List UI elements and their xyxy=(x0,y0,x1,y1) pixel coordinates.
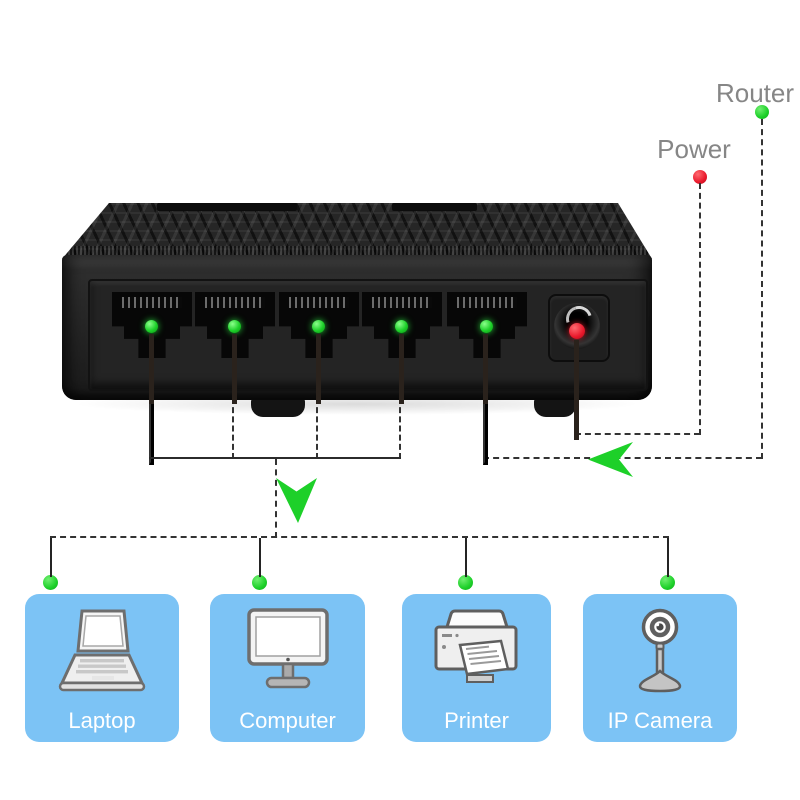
ip-camera-drop-line xyxy=(667,538,669,577)
device-card-laptop: Laptop xyxy=(25,594,179,742)
port-led-green xyxy=(395,320,408,333)
port-led-green xyxy=(228,320,241,333)
computer-icon xyxy=(246,608,329,689)
switch-vent-slot xyxy=(157,203,297,211)
printer-dot xyxy=(458,575,473,590)
device-label: IP Camera xyxy=(607,708,713,733)
power-label: Power xyxy=(657,134,731,164)
bus-drop-line xyxy=(275,459,277,538)
port-pins xyxy=(122,297,182,308)
port3-line-inner xyxy=(316,334,321,404)
computer-drop-line xyxy=(259,538,261,577)
port2-line xyxy=(232,398,234,459)
port1-line-inner xyxy=(149,334,154,404)
port4-line xyxy=(399,398,401,459)
router-dot xyxy=(755,105,769,119)
power-dot xyxy=(693,170,707,184)
switch-foot xyxy=(251,396,305,417)
power-led-red xyxy=(569,323,585,339)
port-pins xyxy=(205,297,265,308)
router-line-vertical xyxy=(761,119,763,459)
power-jack-line xyxy=(574,340,579,440)
green-arrow-left-icon xyxy=(588,442,633,477)
device-card-computer: Computer xyxy=(210,594,365,742)
port-led-green xyxy=(145,320,158,333)
device-card-ip-camera: IP Camera xyxy=(583,594,737,742)
port-led-green xyxy=(312,320,325,333)
port-pins xyxy=(372,297,432,308)
switch-vent-slot xyxy=(392,203,477,211)
ip-camera-icon xyxy=(638,608,682,693)
device-label: Printer xyxy=(444,708,509,733)
port3-line xyxy=(316,398,318,459)
switch-top-texture xyxy=(62,203,652,259)
port5-line-inner xyxy=(483,334,488,404)
port2-line-inner xyxy=(232,334,237,404)
power-line-horizontal xyxy=(575,433,700,435)
laptop-dot xyxy=(43,575,58,590)
ip-camera-dot xyxy=(660,575,675,590)
green-arrow-down-icon xyxy=(276,478,317,523)
port-pins xyxy=(289,297,349,308)
network-switch xyxy=(62,197,652,423)
laptop-icon xyxy=(58,609,146,692)
power-line-vertical xyxy=(699,183,701,435)
printer-drop-line xyxy=(465,538,467,577)
port4-line-inner xyxy=(399,334,404,404)
computer-dot xyxy=(252,575,267,590)
port-bus-line xyxy=(149,457,401,459)
router-line-horizontal xyxy=(483,457,762,459)
device-card-printer: Printer xyxy=(402,594,551,742)
device-label: Laptop xyxy=(68,708,136,733)
device-bus-line xyxy=(50,536,669,538)
port-pins xyxy=(457,297,517,308)
switch-front-face xyxy=(62,255,652,400)
device-label: Computer xyxy=(239,708,336,733)
router-label: Router xyxy=(715,78,795,108)
laptop-drop-line xyxy=(50,538,52,577)
printer-icon xyxy=(434,609,517,683)
port-led-green xyxy=(480,320,493,333)
switch-foot xyxy=(534,396,576,417)
switch-port-panel xyxy=(88,279,648,391)
power-jack xyxy=(548,294,610,362)
